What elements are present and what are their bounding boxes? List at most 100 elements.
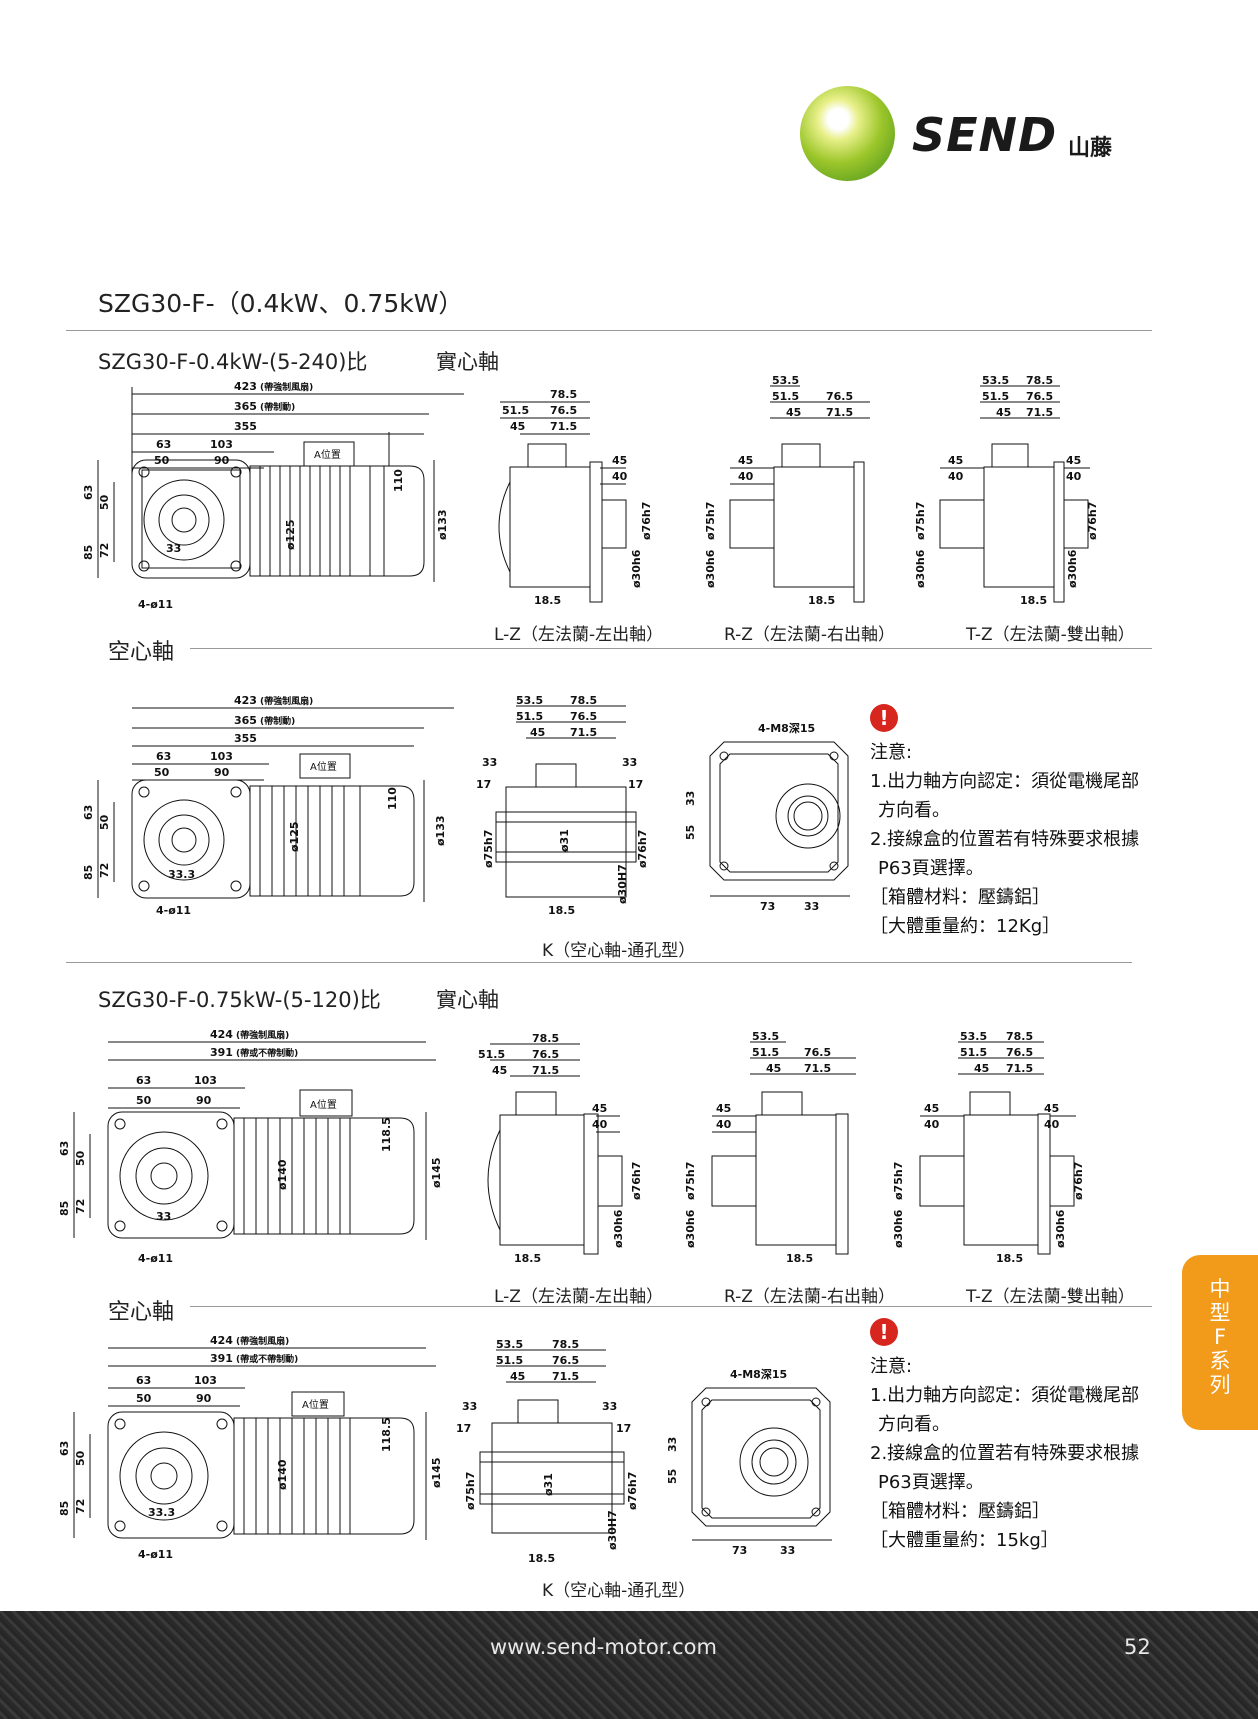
svg-text:55: 55 xyxy=(684,825,697,840)
note-line1b: 方向看。 xyxy=(878,800,950,821)
svg-text:391: 391 xyxy=(210,1046,233,1059)
svg-text:85: 85 xyxy=(84,545,95,560)
svg-text:73: 73 xyxy=(760,900,775,913)
svg-text:18.5: 18.5 xyxy=(808,594,835,607)
svg-text:45: 45 xyxy=(766,1062,781,1075)
svg-text:103: 103 xyxy=(194,1074,217,1087)
svg-text:ø75h7: ø75h7 xyxy=(464,1472,477,1510)
svg-text:51.5: 51.5 xyxy=(496,1354,523,1367)
svg-text:53.5: 53.5 xyxy=(752,1030,779,1043)
section1-subtitle: SZG30-F-0.4kW-(5-240)比 xyxy=(98,350,368,374)
svg-text:90: 90 xyxy=(196,1392,212,1405)
side-tab-char: 中 xyxy=(1209,1277,1231,1301)
svg-text:ø75h7: ø75h7 xyxy=(914,502,927,540)
svg-text:ø76h7: ø76h7 xyxy=(1086,502,1099,540)
svg-text:53.5: 53.5 xyxy=(772,374,799,387)
svg-text:(帶強制風扇): (帶強制風扇) xyxy=(260,695,313,707)
alert-icon: ! xyxy=(870,1318,898,1346)
svg-text:45: 45 xyxy=(510,1370,525,1383)
svg-text:33: 33 xyxy=(780,1544,795,1557)
svg-text:63: 63 xyxy=(156,750,171,763)
svg-text:ø30h6: ø30h6 xyxy=(684,1209,697,1248)
svg-text:63: 63 xyxy=(60,1141,71,1156)
note-line1a: 1.出力軸方向認定：須從電機尾部 xyxy=(870,771,1140,792)
svg-text:50: 50 xyxy=(74,1150,87,1166)
note-line1a: 1.出力軸方向認定：須從電機尾部 xyxy=(870,1385,1140,1406)
svg-text:118.5: 118.5 xyxy=(380,1117,393,1152)
svg-text:365: 365 xyxy=(234,714,257,727)
note-line2a: 2.接線盒的位置若有特殊要求根據 xyxy=(870,829,1140,850)
footer-bar xyxy=(0,1611,1258,1719)
note-line1b: 方向看。 xyxy=(878,1414,950,1435)
svg-text:76.5: 76.5 xyxy=(532,1048,559,1061)
page-title: SZG30-F-（0.4kW、0.75kW） xyxy=(98,289,464,318)
svg-text:ø75h7: ø75h7 xyxy=(892,1162,905,1200)
svg-text:71.5: 71.5 xyxy=(804,1062,831,1075)
svg-text:53.5: 53.5 xyxy=(982,374,1009,387)
section2-subtitle: SZG30-F-0.75kW-(5-120)比 xyxy=(98,988,381,1012)
svg-text:40: 40 xyxy=(924,1118,940,1131)
brand-name: SEND xyxy=(912,108,1058,162)
svg-text:(帶制動): (帶制動) xyxy=(260,715,295,727)
brand-sub: 山藤 xyxy=(1068,136,1113,161)
svg-text:85: 85 xyxy=(60,1501,71,1516)
svg-text:A位置: A位置 xyxy=(302,1398,329,1411)
side-tab-char: 系 xyxy=(1209,1349,1231,1373)
svg-text:90: 90 xyxy=(214,766,230,779)
svg-text:50: 50 xyxy=(136,1392,152,1405)
svg-text:45: 45 xyxy=(716,1102,731,1115)
svg-text:63: 63 xyxy=(136,1074,151,1087)
svg-text:76.5: 76.5 xyxy=(1006,1046,1033,1059)
svg-text:50: 50 xyxy=(98,494,111,510)
svg-text:33.3: 33.3 xyxy=(168,868,195,881)
svg-text:ø145: ø145 xyxy=(430,1157,443,1188)
svg-text:ø133: ø133 xyxy=(434,815,447,846)
svg-text:ø31: ø31 xyxy=(558,829,571,852)
section2-hollow-divider xyxy=(190,1306,1152,1307)
svg-text:45: 45 xyxy=(510,420,525,433)
svg-text:A位置: A位置 xyxy=(310,1098,337,1111)
series-side-tab: 中 型 F 系 列 xyxy=(1182,1255,1258,1430)
svg-text:90: 90 xyxy=(214,454,230,467)
svg-text:355: 355 xyxy=(234,732,257,745)
svg-text:45: 45 xyxy=(1044,1102,1059,1115)
svg-text:53.5: 53.5 xyxy=(496,1338,523,1351)
svg-text:45: 45 xyxy=(530,726,545,739)
page-number: 52 xyxy=(1124,1635,1151,1659)
svg-text:72: 72 xyxy=(74,1199,87,1214)
svg-text:17: 17 xyxy=(616,1422,631,1435)
svg-text:33: 33 xyxy=(482,756,497,769)
svg-text:40: 40 xyxy=(1066,470,1082,483)
svg-text:78.5: 78.5 xyxy=(550,388,577,401)
svg-text:63: 63 xyxy=(84,485,95,500)
svg-text:63: 63 xyxy=(156,438,171,451)
svg-text:ø145: ø145 xyxy=(430,1457,443,1488)
svg-text:45: 45 xyxy=(592,1102,607,1115)
svg-text:33: 33 xyxy=(622,756,637,769)
footer-url[interactable]: www.send-motor.com xyxy=(490,1635,717,1659)
svg-text:ø76h7: ø76h7 xyxy=(1072,1162,1084,1200)
svg-text:51.5: 51.5 xyxy=(772,390,799,403)
section1-caption-k: K（空心軸-通孔型） xyxy=(542,941,696,961)
svg-text:71.5: 71.5 xyxy=(1006,1062,1033,1075)
note-line2b: P63頁選擇。 xyxy=(878,1472,984,1493)
note-heading: 注意: xyxy=(870,1356,913,1377)
svg-text:33: 33 xyxy=(462,1400,477,1413)
svg-text:ø75h7: ø75h7 xyxy=(482,830,495,868)
section2-caption-k: K（空心軸-通孔型） xyxy=(542,1581,696,1601)
svg-text:51.5: 51.5 xyxy=(516,710,543,723)
svg-text:424: 424 xyxy=(210,1336,233,1347)
section1-note: ! 注意: 1.出力軸方向認定：須從電機尾部 方向看。 2.接線盒的位置若有特殊… xyxy=(870,704,1139,941)
note-weight: ［大體重量約：15kg］ xyxy=(870,1530,1059,1551)
svg-text:71.5: 71.5 xyxy=(552,1370,579,1383)
svg-text:ø75h7: ø75h7 xyxy=(704,502,717,540)
svg-text:76.5: 76.5 xyxy=(826,390,853,403)
svg-text:423: 423 xyxy=(234,380,257,393)
svg-text:ø125: ø125 xyxy=(288,821,301,852)
